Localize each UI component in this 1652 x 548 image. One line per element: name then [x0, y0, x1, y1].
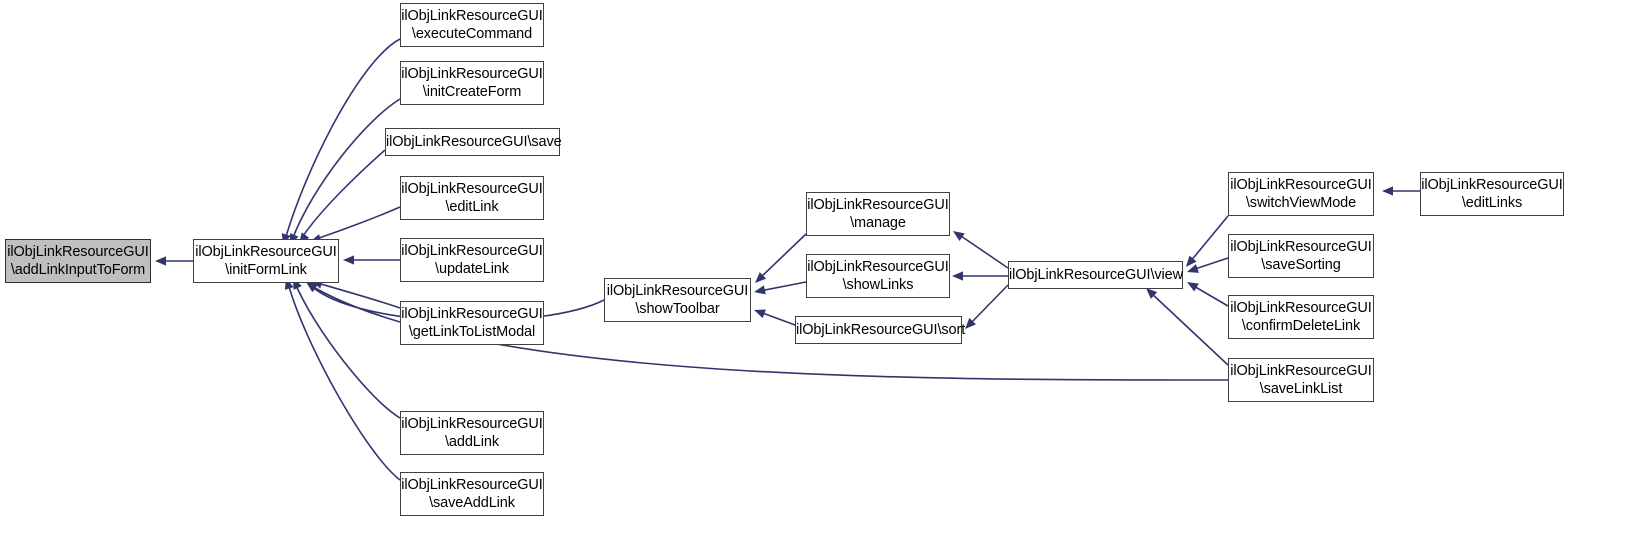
- graph-edge-switchViewMode-to-view: [1189, 215, 1229, 263]
- graph-node-label: ilObjLinkResourceGUI \editLinks: [1421, 177, 1563, 211]
- graph-node-initCreateForm[interactable]: ilObjLinkResourceGUI \initCreateForm: [400, 61, 544, 105]
- graph-node-label: ilObjLinkResourceGUI \showToolbar: [606, 283, 749, 317]
- graph-edge-manage-to-showToolbar: [759, 233, 807, 279]
- graph-node-label: ilObjLinkResourceGUI \initFormLink: [195, 244, 337, 278]
- graph-arrowhead: [1186, 255, 1197, 267]
- graph-node-saveSorting[interactable]: ilObjLinkResourceGUI \saveSorting: [1228, 234, 1374, 278]
- graph-node-label: ilObjLinkResourceGUI \showLinks: [807, 259, 949, 293]
- graph-edge-save-to-initFormLink: [300, 149, 386, 240]
- graph-arrowhead: [953, 231, 965, 241]
- graph-arrowhead: [1187, 282, 1199, 292]
- graph-edge-editLink-to-initFormLink: [312, 206, 401, 241]
- graph-node-saveAddLink[interactable]: ilObjLinkResourceGUI \saveAddLink: [400, 472, 544, 516]
- graph-edge-view-to-manage: [957, 233, 1009, 269]
- graph-node-executeCommand[interactable]: ilObjLinkResourceGUI \executeCommand: [400, 3, 544, 47]
- graph-node-sort[interactable]: ilObjLinkResourceGUI\sort: [795, 316, 966, 344]
- graph-node-label: ilObjLinkResourceGUI \saveSorting: [1230, 239, 1372, 273]
- graph-edge-sort-to-showToolbar: [759, 311, 796, 326]
- graph-node-saveLinkList[interactable]: ilObjLinkResourceGUI \saveLinkList: [1228, 358, 1374, 402]
- graph-node-manage[interactable]: ilObjLinkResourceGUI \manage: [806, 192, 950, 236]
- graph-arrowhead: [754, 309, 766, 319]
- graph-arrowhead: [952, 271, 963, 281]
- graph-node-editLinks[interactable]: ilObjLinkResourceGUI \editLinks: [1420, 172, 1564, 216]
- graph-edge-initCreateForm-to-initFormLink: [291, 98, 401, 241]
- graph-node-label: ilObjLinkResourceGUI\view: [1009, 267, 1183, 283]
- graph-node-save[interactable]: ilObjLinkResourceGUI\save: [385, 128, 562, 156]
- graph-node-label: ilObjLinkResourceGUI\save: [386, 134, 562, 150]
- graph-edge-saveAddLink-to-initFormLink: [287, 282, 401, 481]
- graph-node-addLink[interactable]: ilObjLinkResourceGUI \addLink: [400, 411, 544, 455]
- graph-arrowhead: [754, 285, 766, 295]
- graph-edge-confirmDeleteLink-to-view: [1191, 284, 1229, 307]
- graph-node-label: ilObjLinkResourceGUI \addLinkInputToForm: [7, 244, 149, 278]
- graph-node-label: ilObjLinkResourceGUI \executeCommand: [401, 8, 543, 42]
- graph-arrowhead: [1382, 186, 1393, 196]
- graph-edge-saveSorting-to-view: [1191, 257, 1229, 271]
- graph-node-label: ilObjLinkResourceGUI \confirmDeleteLink: [1230, 300, 1372, 334]
- graph-node-label: ilObjLinkResourceGUI \manage: [807, 197, 949, 231]
- graph-node-label: ilObjLinkResourceGUI \switchViewMode: [1230, 177, 1372, 211]
- graph-node-label: ilObjLinkResourceGUI \saveAddLink: [401, 477, 543, 511]
- graph-arrowhead: [755, 272, 767, 283]
- graph-node-getLinkToListModal[interactable]: ilObjLinkResourceGUI \getLinkToListModal: [400, 301, 544, 345]
- graph-node-editLink[interactable]: ilObjLinkResourceGUI \editLink: [400, 176, 544, 220]
- graph-node-label: ilObjLinkResourceGUI \saveLinkList: [1230, 363, 1372, 397]
- graph-node-initFormLink[interactable]: ilObjLinkResourceGUI \initFormLink: [193, 239, 339, 283]
- graph-edge-showLinks-to-showToolbar: [759, 281, 807, 292]
- graph-node-confirmDeleteLink[interactable]: ilObjLinkResourceGUI \confirmDeleteLink: [1228, 295, 1374, 339]
- graph-arrowhead: [343, 255, 354, 265]
- graph-node-switchViewMode[interactable]: ilObjLinkResourceGUI \switchViewMode: [1228, 172, 1374, 216]
- graph-node-label: ilObjLinkResourceGUI\sort: [796, 322, 966, 338]
- graph-edge-executeCommand-to-initFormLink: [284, 38, 401, 241]
- graph-edge-addLink-to-initFormLink: [294, 282, 401, 419]
- graph-edge-view-to-sort: [969, 284, 1009, 325]
- graph-arrowhead: [1187, 264, 1199, 273]
- graph-node-showLinks[interactable]: ilObjLinkResourceGUI \showLinks: [806, 254, 950, 298]
- graph-edge-getLinkToListModal-to-initFormLink: [313, 281, 401, 309]
- graph-node-label: ilObjLinkResourceGUI \getLinkToListModal: [401, 306, 543, 340]
- graph-node-label: ilObjLinkResourceGUI \initCreateForm: [401, 66, 543, 100]
- graph-arrowhead: [155, 256, 166, 266]
- graph-node-updateLink[interactable]: ilObjLinkResourceGUI \updateLink: [400, 238, 544, 282]
- graph-edge-saveLinkList-to-view: [1149, 291, 1229, 366]
- graph-node-showToolbar[interactable]: ilObjLinkResourceGUI \showToolbar: [604, 278, 751, 322]
- graph-node-label: ilObjLinkResourceGUI \addLink: [401, 416, 543, 450]
- graph-node-addLinkInputToForm[interactable]: ilObjLinkResourceGUI \addLinkInputToForm: [5, 239, 151, 283]
- graph-node-view[interactable]: ilObjLinkResourceGUI\view: [1008, 261, 1183, 289]
- graph-node-label: ilObjLinkResourceGUI \updateLink: [401, 243, 543, 277]
- graph-node-label: ilObjLinkResourceGUI \editLink: [401, 181, 543, 215]
